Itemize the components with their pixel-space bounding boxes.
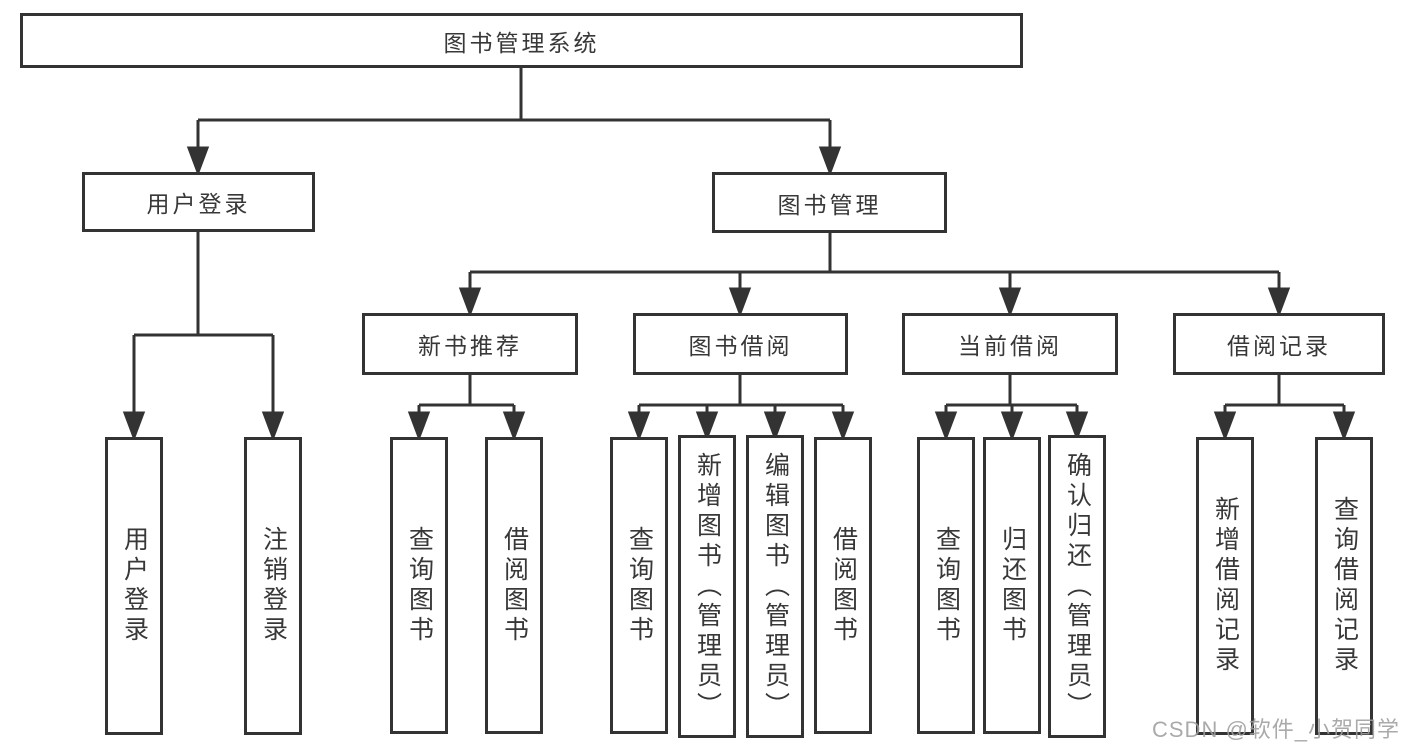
connector-book-management-children bbox=[458, 232, 1291, 318]
leaf-return-book: 归还图书 bbox=[983, 437, 1041, 734]
node-borrow-records: 借阅记录 bbox=[1173, 313, 1385, 375]
node-label: 新增图书（管理员） bbox=[693, 451, 722, 722]
node-label: 借阅记录 bbox=[1227, 333, 1331, 359]
connector-borrow-records-children bbox=[1213, 374, 1356, 442]
connector-current-borrow-children bbox=[934, 374, 1089, 442]
csdn-watermark: CSDN @软件_小贺同学 bbox=[1152, 717, 1401, 742]
node-label: 查询借阅记录 bbox=[1330, 496, 1359, 676]
leaf-add-borrow-record: 新增借阅记录 bbox=[1196, 437, 1254, 735]
connector-book-borrow-children bbox=[627, 374, 855, 442]
node-label: 确认归还（管理员） bbox=[1063, 451, 1092, 722]
connector-user-login-children bbox=[122, 231, 285, 442]
node-label: 图书借阅 bbox=[688, 333, 793, 359]
node-label: 注销登录 bbox=[259, 526, 288, 646]
node-book-borrow: 图书借阅 bbox=[633, 313, 848, 375]
leaf-borrow-book-recommend: 借阅图书 bbox=[485, 437, 543, 734]
leaf-confirm-return-admin: 确认归还（管理员） bbox=[1048, 435, 1106, 738]
leaf-user-login: 用户登录 bbox=[105, 437, 163, 735]
node-root-book-management-system: 图书管理系统 bbox=[20, 13, 1023, 68]
node-label: 新书推荐 bbox=[418, 333, 522, 359]
leaf-query-book-recommend: 查询图书 bbox=[390, 437, 448, 734]
leaf-query-book-current: 查询图书 bbox=[917, 437, 975, 734]
node-label: 用户登录 bbox=[146, 191, 251, 217]
node-label: 编辑图书（管理员） bbox=[761, 451, 790, 722]
node-label: 图书管理系统 bbox=[443, 29, 600, 56]
node-label: 归还图书 bbox=[998, 525, 1027, 646]
node-book-management: 图书管理 bbox=[712, 172, 947, 233]
leaf-edit-book-admin: 编辑图书（管理员） bbox=[746, 435, 804, 738]
node-user-login: 用户登录 bbox=[82, 172, 315, 232]
node-label: 查询图书 bbox=[405, 525, 434, 646]
node-label: 新增借阅记录 bbox=[1211, 496, 1240, 676]
leaf-logout: 注销登录 bbox=[244, 437, 302, 735]
leaf-query-borrow-record: 查询借阅记录 bbox=[1315, 437, 1373, 735]
node-label: 用户登录 bbox=[120, 526, 149, 646]
node-label: 查询图书 bbox=[625, 525, 654, 646]
node-label: 查询图书 bbox=[932, 525, 961, 646]
connector-root-to-level2 bbox=[186, 67, 842, 177]
node-label: 借阅图书 bbox=[500, 525, 529, 646]
connector-new-book-recommend-children bbox=[407, 374, 526, 442]
leaf-borrow-book: 借阅图书 bbox=[814, 437, 872, 734]
node-new-book-recommend: 新书推荐 bbox=[362, 313, 578, 375]
node-label: 借阅图书 bbox=[829, 525, 858, 646]
node-current-borrow: 当前借阅 bbox=[902, 313, 1118, 375]
leaf-query-book-borrow: 查询图书 bbox=[610, 437, 668, 734]
node-label: 当前借阅 bbox=[958, 333, 1062, 359]
leaf-add-book-admin: 新增图书（管理员） bbox=[678, 435, 736, 738]
node-label: 图书管理 bbox=[777, 191, 882, 218]
